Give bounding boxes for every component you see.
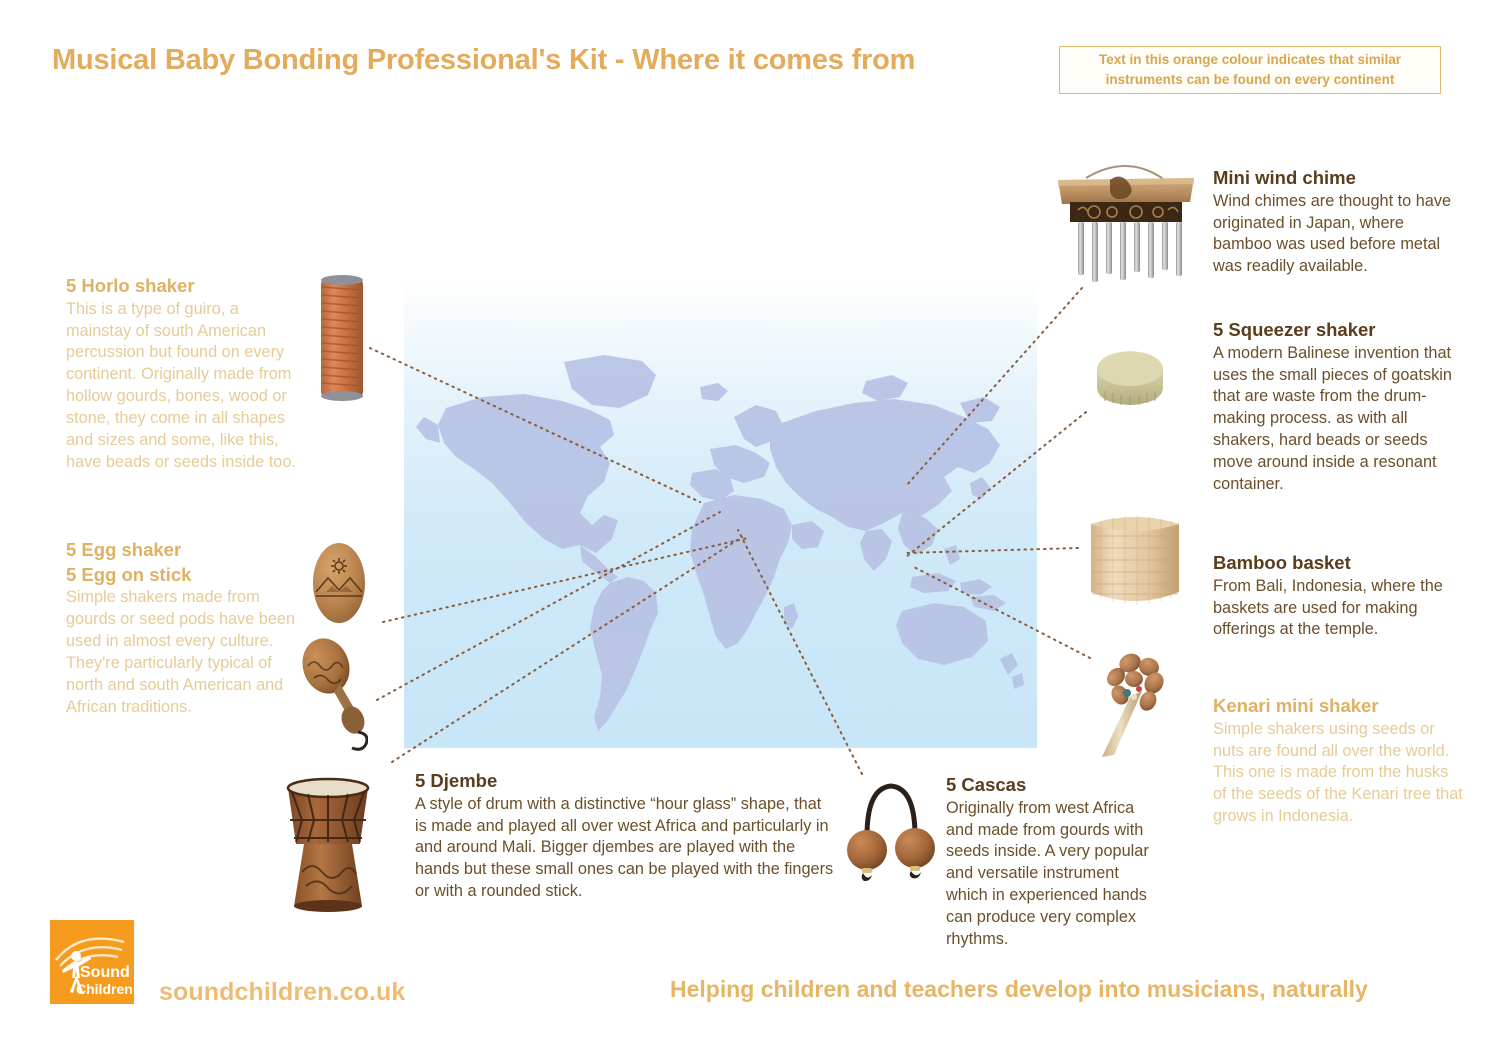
djembe-image <box>286 777 370 912</box>
instrument-title-bamboo-basket: Bamboo basket <box>1213 552 1351 573</box>
sound-children-logo: Sound Children <box>50 920 134 1004</box>
instrument-body-wind-chime: Wind chimes are thought to have originat… <box>1213 191 1452 276</box>
egg-on-stick-image <box>302 638 368 751</box>
instrument-title-cascas: 5 Cascas <box>946 774 1027 795</box>
page-title: Musical Baby Bonding Professional's Kit … <box>52 44 916 76</box>
legend-line-2: instruments can be found on every contin… <box>1105 72 1395 87</box>
instrument-block-wind-chime: Mini wind chime Wind chimes are thought … <box>1213 166 1453 278</box>
instrument-body-djembe: A style of drum with a distinctive “hour… <box>415 794 834 901</box>
instrument-title-djembe: 5 Djembe <box>415 770 498 791</box>
instrument-title-egg-shaker: 5 Egg shaker <box>66 539 182 560</box>
instrument-body-cascas: Originally from west Africa and made fro… <box>946 798 1149 949</box>
egg-shaker-image <box>313 543 365 623</box>
footer-tagline: Helping children and teachers develop in… <box>670 976 1368 1002</box>
map-landmasses <box>416 355 1024 731</box>
cascas-image <box>847 783 935 882</box>
website-url[interactable]: soundchildren.co.uk <box>159 978 406 1006</box>
instrument-block-horlo: 5 Horlo shaker This is a type of guiro, … <box>66 274 306 474</box>
bamboo-basket-image <box>1091 515 1179 605</box>
logo-artwork: Sound Children <box>50 920 134 1004</box>
kenari-mini-shaker-image <box>1102 653 1164 757</box>
instrument-block-djembe: 5 Djembe A style of drum with a distinct… <box>415 769 835 903</box>
instrument-title-squeezer: 5 Squeezer shaker <box>1213 319 1376 340</box>
instrument-title-wind-chime: Mini wind chime <box>1213 167 1356 188</box>
squeezer-shaker-image <box>1097 351 1163 405</box>
instrument-title-horlo: 5 Horlo shaker <box>66 275 195 296</box>
instrument-block-egg: 5 Egg shaker 5 Egg on stick Simple shake… <box>66 538 306 719</box>
instrument-block-cascas: 5 Cascas Originally from west Africa and… <box>946 773 1164 951</box>
instrument-body-kenari: Simple shakers using seeds or nuts are f… <box>1213 719 1463 826</box>
instrument-block-bamboo-basket: Bamboo basket From Bali, Indonesia, wher… <box>1213 551 1459 641</box>
wind-chime-image <box>1058 165 1194 282</box>
orange-colour-legend-box: Text in this orange colour indicates tha… <box>1059 46 1441 94</box>
instrument-body-egg: Simple shakers made from gourds or seed … <box>66 588 296 716</box>
instrument-block-squeezer: 5 Squeezer shaker A modern Balinese inve… <box>1213 318 1459 496</box>
instrument-body-squeezer: A modern Balinese invention that uses th… <box>1213 343 1452 494</box>
logo-text-sound: Sound <box>80 964 130 981</box>
world-map <box>404 277 1037 748</box>
legend-line-1: Text in this orange colour indicates tha… <box>1098 52 1402 68</box>
instrument-title-egg-on-stick: 5 Egg on stick <box>66 563 192 585</box>
instrument-body-horlo: This is a type of guiro, a mainstay of s… <box>66 299 296 472</box>
instrument-block-kenari: Kenari mini shaker Simple shakers using … <box>1213 694 1463 828</box>
horlo-shaker-image <box>321 275 363 401</box>
instrument-title-kenari: Kenari mini shaker <box>1213 695 1379 716</box>
instrument-body-bamboo-basket: From Bali, Indonesia, where the baskets … <box>1213 576 1443 639</box>
logo-text-children: Children <box>76 981 133 997</box>
